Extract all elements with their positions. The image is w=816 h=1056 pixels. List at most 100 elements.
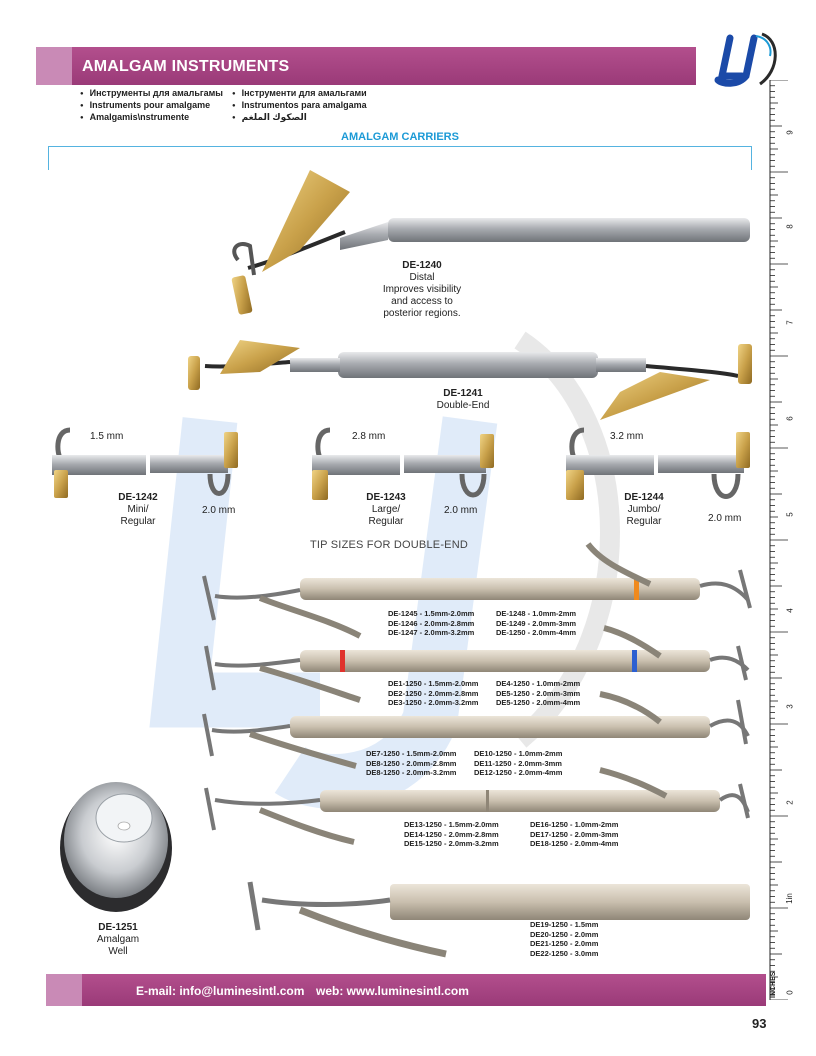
code-list: DE-1248 - 1.0mm-2mm DE-1249 - 2.0mm-3mm … (496, 609, 576, 638)
code-item: DE16-1250 - 1.0mm-2mm (530, 820, 619, 829)
code-item: DE5-1250 - 2.0mm-4mm (496, 698, 581, 707)
lang-item: Інструменти для амальгами (232, 87, 367, 99)
footer-website-link[interactable]: web: www.luminesintl.com (316, 984, 469, 998)
code-item: DE8-1250 - 2.0mm-3.2mm (366, 768, 457, 777)
tip-size-label: 2.0 mm (444, 505, 478, 516)
header-tab (36, 47, 72, 85)
tip-detail-de1242 (52, 427, 238, 498)
ruler-number: 1in (784, 893, 794, 904)
product-desc: Regular (368, 516, 404, 527)
instrument-de1250-series-b (202, 691, 750, 769)
product-de1241: DE-1241 Double-End (420, 388, 506, 412)
product-code: DE-1244 (624, 492, 664, 503)
code-item: DE3-1250 - 2.0mm-3.2mm (388, 698, 479, 707)
code-item: DE11-1250 - 2.0mm-3mm (474, 758, 562, 768)
ruler-number: 4 (785, 608, 795, 613)
product-de1251: DE-1251 Amalgam Well (86, 922, 150, 958)
tip-sizes-heading: TIP SIZES FOR DOUBLE-END (310, 539, 469, 551)
code-item: DE-1247 - 2.0mm-3.2mm (388, 628, 475, 637)
product-desc: and access to (391, 296, 453, 307)
code-item: DE5-1250 - 2.0mm-3mm (496, 688, 581, 698)
code-item: DE12-1250 - 2.0mm-4mm (474, 768, 563, 777)
section-title: AMALGAM CARRIERS (341, 131, 459, 143)
instrument-de1250-series-a (204, 625, 750, 703)
ruler-number: 7 (785, 320, 795, 325)
product-code: DE-1240 (402, 260, 442, 271)
product-de1242: DE-1242 Mini/ Regular (106, 492, 170, 528)
code-item: DE22-1250 - 3.0mm (530, 948, 599, 958)
code-item: DE2-1250 - 2.0mm-2.8mm (388, 688, 479, 698)
lang-item: الصكوك الملغم (232, 111, 367, 123)
amalgam-well-image (60, 782, 172, 912)
section-bracket (48, 146, 752, 170)
instrument-de1241 (188, 340, 752, 420)
code-item: DE17-1250 - 2.0mm-3mm (530, 829, 619, 839)
ruler-number: 6 (785, 416, 795, 421)
product-desc: Amalgam (96, 934, 140, 945)
code-list: DE13-1250 - 1.5mm-2.0mm DE14-1250 - 2.0m… (404, 820, 499, 849)
code-item: DE21-1250 - 2.0mm (530, 939, 599, 948)
code-item: DE8-1250 - 2.0mm-2.8mm (366, 758, 457, 768)
tip-size-label: 2.0 mm (202, 505, 236, 516)
instrument-de1250-series-c (204, 767, 750, 845)
product-desc: posterior regions. (383, 308, 461, 319)
code-item: DE-1249 - 2.0mm-3mm (496, 618, 577, 628)
product-code: DE-1243 (366, 492, 406, 503)
product-desc: Regular (120, 516, 156, 527)
code-item: DE10-1250 - 1.0mm-2mm (474, 749, 563, 758)
tip-size-label: 1.5 mm (90, 431, 124, 442)
product-de1244: DE-1244 Jumbo/ Regular (612, 492, 676, 528)
lang-item: Instrumentos para amalgama (232, 99, 367, 111)
ruler-number: 0 (785, 990, 795, 995)
code-item: DE-1248 - 1.0mm-2mm (496, 609, 577, 618)
tip-size-label: 3.2 mm (610, 431, 644, 442)
code-list: DE1-1250 - 1.5mm-2.0mm DE2-1250 - 2.0mm-… (388, 679, 478, 708)
code-item: DE20-1250 - 2.0mm (530, 929, 599, 939)
product-code: DE-1251 (98, 922, 138, 933)
code-list: DE19-1250 - 1.5mm DE20-1250 - 2.0mm DE21… (530, 920, 598, 958)
code-item: DE4-1250 - 1.0mm-2mm (496, 679, 581, 688)
ruler-number: 8 (785, 224, 795, 229)
code-item: DE-1246 - 2.0mm-2.8mm (388, 618, 475, 628)
product-desc: Regular (626, 516, 662, 527)
footer-tab (46, 974, 82, 1006)
ruler-label: INCHES (770, 971, 777, 998)
code-list: DE7-1250 - 1.5mm-2.0mm DE8-1250 - 2.0mm-… (366, 749, 456, 778)
product-desc: Large/ (371, 504, 401, 515)
footer-email-link[interactable]: E-mail: info@luminesintl.com (136, 984, 305, 998)
ruler-number: 5 (785, 512, 795, 517)
code-list: DE10-1250 - 1.0mm-2mm DE11-1250 - 2.0mm-… (474, 749, 562, 778)
ruler-number: 2 (785, 800, 795, 805)
ruler-number: 3 (785, 704, 795, 709)
tip-size-label: 2.8 mm (352, 431, 386, 442)
code-item: DE19-1250 - 1.5mm (530, 920, 599, 929)
footer-band (46, 974, 766, 1006)
company-logo (714, 32, 777, 87)
code-item: DE13-1250 - 1.5mm-2.0mm (404, 820, 499, 829)
product-desc: Well (108, 946, 128, 957)
code-list: DE4-1250 - 1.0mm-2mm DE5-1250 - 2.0mm-3m… (496, 679, 580, 708)
tip-size-label: 2.0 mm (708, 513, 742, 524)
code-item: DE15-1250 - 2.0mm-3.2mm (404, 839, 499, 848)
page-title: AMALGAM INSTRUMENTS (82, 58, 290, 75)
code-item: DE18-1250 - 2.0mm-4mm (530, 839, 619, 848)
product-desc: Double-End (436, 400, 490, 411)
product-desc: Improves visibility (382, 284, 462, 295)
product-code: DE-1241 (443, 388, 483, 399)
code-item: DE14-1250 - 2.0mm-2.8mm (404, 829, 499, 839)
tip-detail-de1244 (566, 427, 750, 500)
product-de1240: DE-1240 Distal Improves visibility and a… (372, 260, 472, 320)
tip-detail-de1243 (312, 427, 494, 500)
product-desc: Mini/ (127, 504, 149, 515)
code-item: DE-1245 - 1.5mm-2.0mm (388, 609, 475, 618)
watermark-logo (149, 331, 620, 809)
product-code: DE-1242 (118, 492, 158, 503)
code-list: DE16-1250 - 1.0mm-2mm DE17-1250 - 2.0mm-… (530, 820, 618, 849)
lang-item: Amalgamis\nstrumente (80, 111, 223, 123)
ruler-number: 9 (785, 130, 795, 135)
instrument-de1240 (231, 170, 750, 315)
ruler-ticks (770, 80, 788, 1000)
code-item: DE1-1250 - 1.5mm-2.0mm (388, 679, 479, 688)
page-number: 93 (752, 1016, 767, 1031)
